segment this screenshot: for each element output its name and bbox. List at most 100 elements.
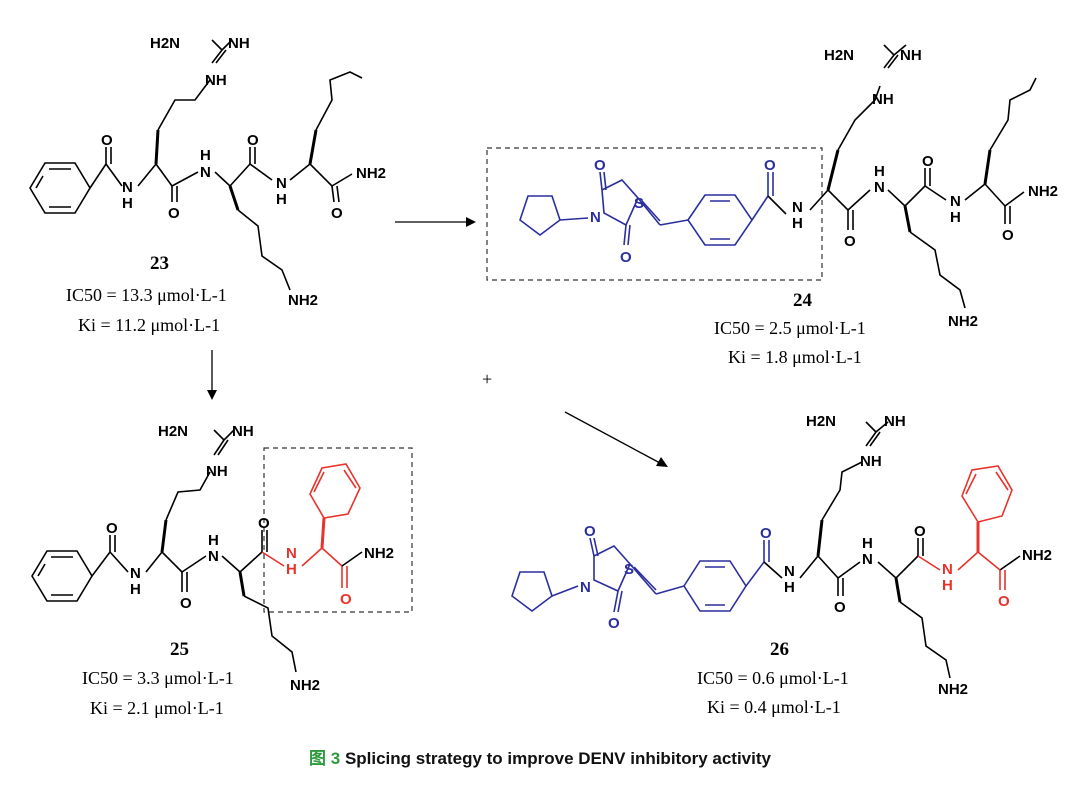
compound-25-structure xyxy=(31,429,297,673)
atom-nh: NH xyxy=(228,35,250,52)
caption-text: Splicing strategy to improve DENV inhibi… xyxy=(344,749,771,768)
compound-23-ki: Ki = 11.2 μmol·L-1 xyxy=(78,315,220,335)
atom-h: H xyxy=(208,532,219,549)
atom-n: N xyxy=(122,179,133,196)
atom-h2n: H2N xyxy=(806,413,836,430)
atom-n: N xyxy=(784,563,795,580)
compound-24-structure-black xyxy=(767,44,1037,309)
atom-h: H xyxy=(200,147,211,164)
compound-24-ic50: IC50 = 2.5 μmol·L-1 xyxy=(714,318,866,338)
atom-nh2: NH2 xyxy=(288,292,318,309)
compound-26-label: 26 xyxy=(770,639,789,660)
compound-26-atoms: N S O O O N H H2N NH NH O H N O N H O NH… xyxy=(580,413,1052,698)
atom-nh: NH xyxy=(860,453,882,470)
atom-n: N xyxy=(130,565,141,582)
compound-25-structure-red xyxy=(261,463,361,588)
atom-nh: NH xyxy=(206,463,228,480)
atom-h: H xyxy=(942,577,953,594)
atom-n: N xyxy=(276,175,287,192)
compound-26-ic50: IC50 = 0.6 μmol·L-1 xyxy=(697,668,849,688)
atom-o: O xyxy=(258,515,270,532)
atom-o: O xyxy=(620,249,632,266)
atom-nh2: NH2 xyxy=(1028,183,1058,200)
atom-h: H xyxy=(276,191,287,208)
atom-nh: NH xyxy=(205,72,227,89)
compound-25-ic50: IC50 = 3.3 μmol·L-1 xyxy=(82,668,234,688)
atom-o: O xyxy=(608,615,620,632)
atom-nh2: NH2 xyxy=(1022,547,1052,564)
reaction-arrow-right xyxy=(395,217,476,227)
atom-o: O xyxy=(340,591,352,608)
atom-o: O xyxy=(1002,227,1014,244)
atom-h: H xyxy=(286,561,297,578)
compound-26-structure-blue xyxy=(511,537,770,613)
atom-h: H xyxy=(130,581,141,598)
compound-24-ki: Ki = 1.8 μmol·L-1 xyxy=(728,347,862,367)
atom-o: O xyxy=(106,520,118,537)
atom-o: O xyxy=(180,595,192,612)
atom-o: O xyxy=(594,157,606,174)
atom-nh: NH xyxy=(232,423,254,440)
atom-o: O xyxy=(998,593,1010,610)
atom-h2n: H2N xyxy=(158,423,188,440)
atom-nh2: NH2 xyxy=(364,545,394,562)
compound-25-atoms: H2N NH NH O N H O H N O N H O NH2 NH2 xyxy=(106,423,394,694)
compound-26-structure-red xyxy=(917,465,1013,590)
compound-24-label: 24 xyxy=(793,290,813,311)
compound-24-structure-blue xyxy=(519,171,774,246)
atom-h2n: H2N xyxy=(824,47,854,64)
atom-n: N xyxy=(208,548,219,565)
atom-h: H xyxy=(874,163,885,180)
atom-nh: NH xyxy=(884,413,906,430)
synthesis-scheme: H2N NH NH O N H O H N O N H O NH2 NH2 23… xyxy=(29,35,1059,718)
atom-n: N xyxy=(286,545,297,562)
atom-nh: NH xyxy=(900,47,922,64)
atom-o: O xyxy=(922,153,934,170)
highlight-box-25 xyxy=(263,447,413,613)
atom-n: N xyxy=(792,199,803,216)
atom-h: H xyxy=(862,535,873,552)
atom-s: S xyxy=(634,195,644,212)
compound-26-structure-black xyxy=(763,421,1021,679)
atom-h: H xyxy=(950,209,961,226)
reaction-arrow-diagonal xyxy=(564,411,668,467)
compound-26-ki: Ki = 0.4 μmol·L-1 xyxy=(707,697,841,717)
compound-24-atoms: N S O O O N H H2N NH NH O H N O N H O NH… xyxy=(590,47,1058,330)
compound-25-label: 25 xyxy=(170,639,189,660)
atom-n: N xyxy=(580,579,591,596)
atom-h: H xyxy=(784,579,795,596)
reaction-arrow-down xyxy=(207,350,217,400)
atom-nh2: NH2 xyxy=(356,165,386,182)
atom-nh2: NH2 xyxy=(290,677,320,694)
atom-o: O xyxy=(914,523,926,540)
compound-25-ki: Ki = 2.1 μmol·L-1 xyxy=(90,698,224,718)
atom-n: N xyxy=(874,179,885,196)
atom-nh2: NH2 xyxy=(938,681,968,698)
atom-h: H xyxy=(122,195,133,212)
atom-n: N xyxy=(950,193,961,210)
atom-o: O xyxy=(834,599,846,616)
atom-o: O xyxy=(331,205,343,222)
atom-n: N xyxy=(200,164,211,181)
atom-h: H xyxy=(792,215,803,232)
plus-sign: + xyxy=(482,369,492,389)
atom-o: O xyxy=(844,233,856,250)
atom-o: O xyxy=(168,205,180,222)
compound-23-label: 23 xyxy=(150,253,169,274)
atom-n: N xyxy=(862,551,873,568)
atom-o: O xyxy=(247,132,259,149)
atom-n: N xyxy=(942,561,953,578)
figure-caption: 图 3 Splicing strategy to improve DENV in… xyxy=(0,744,1080,769)
atom-o: O xyxy=(101,132,113,149)
atom-nh: NH xyxy=(872,91,894,108)
atom-n: N xyxy=(590,209,601,226)
atom-o: O xyxy=(760,525,772,542)
compound-23-structure xyxy=(29,39,363,291)
atom-o: O xyxy=(584,523,596,540)
figure-number: 图 3 xyxy=(309,749,341,768)
compound-23-atoms: H2N NH NH O N H O H N O N H O NH2 NH2 xyxy=(101,35,386,309)
compound-23-ic50: IC50 = 13.3 μmol·L-1 xyxy=(66,285,227,305)
atom-h2n: H2N xyxy=(150,35,180,52)
atom-s: S xyxy=(624,561,634,578)
atom-nh2: NH2 xyxy=(948,313,978,330)
